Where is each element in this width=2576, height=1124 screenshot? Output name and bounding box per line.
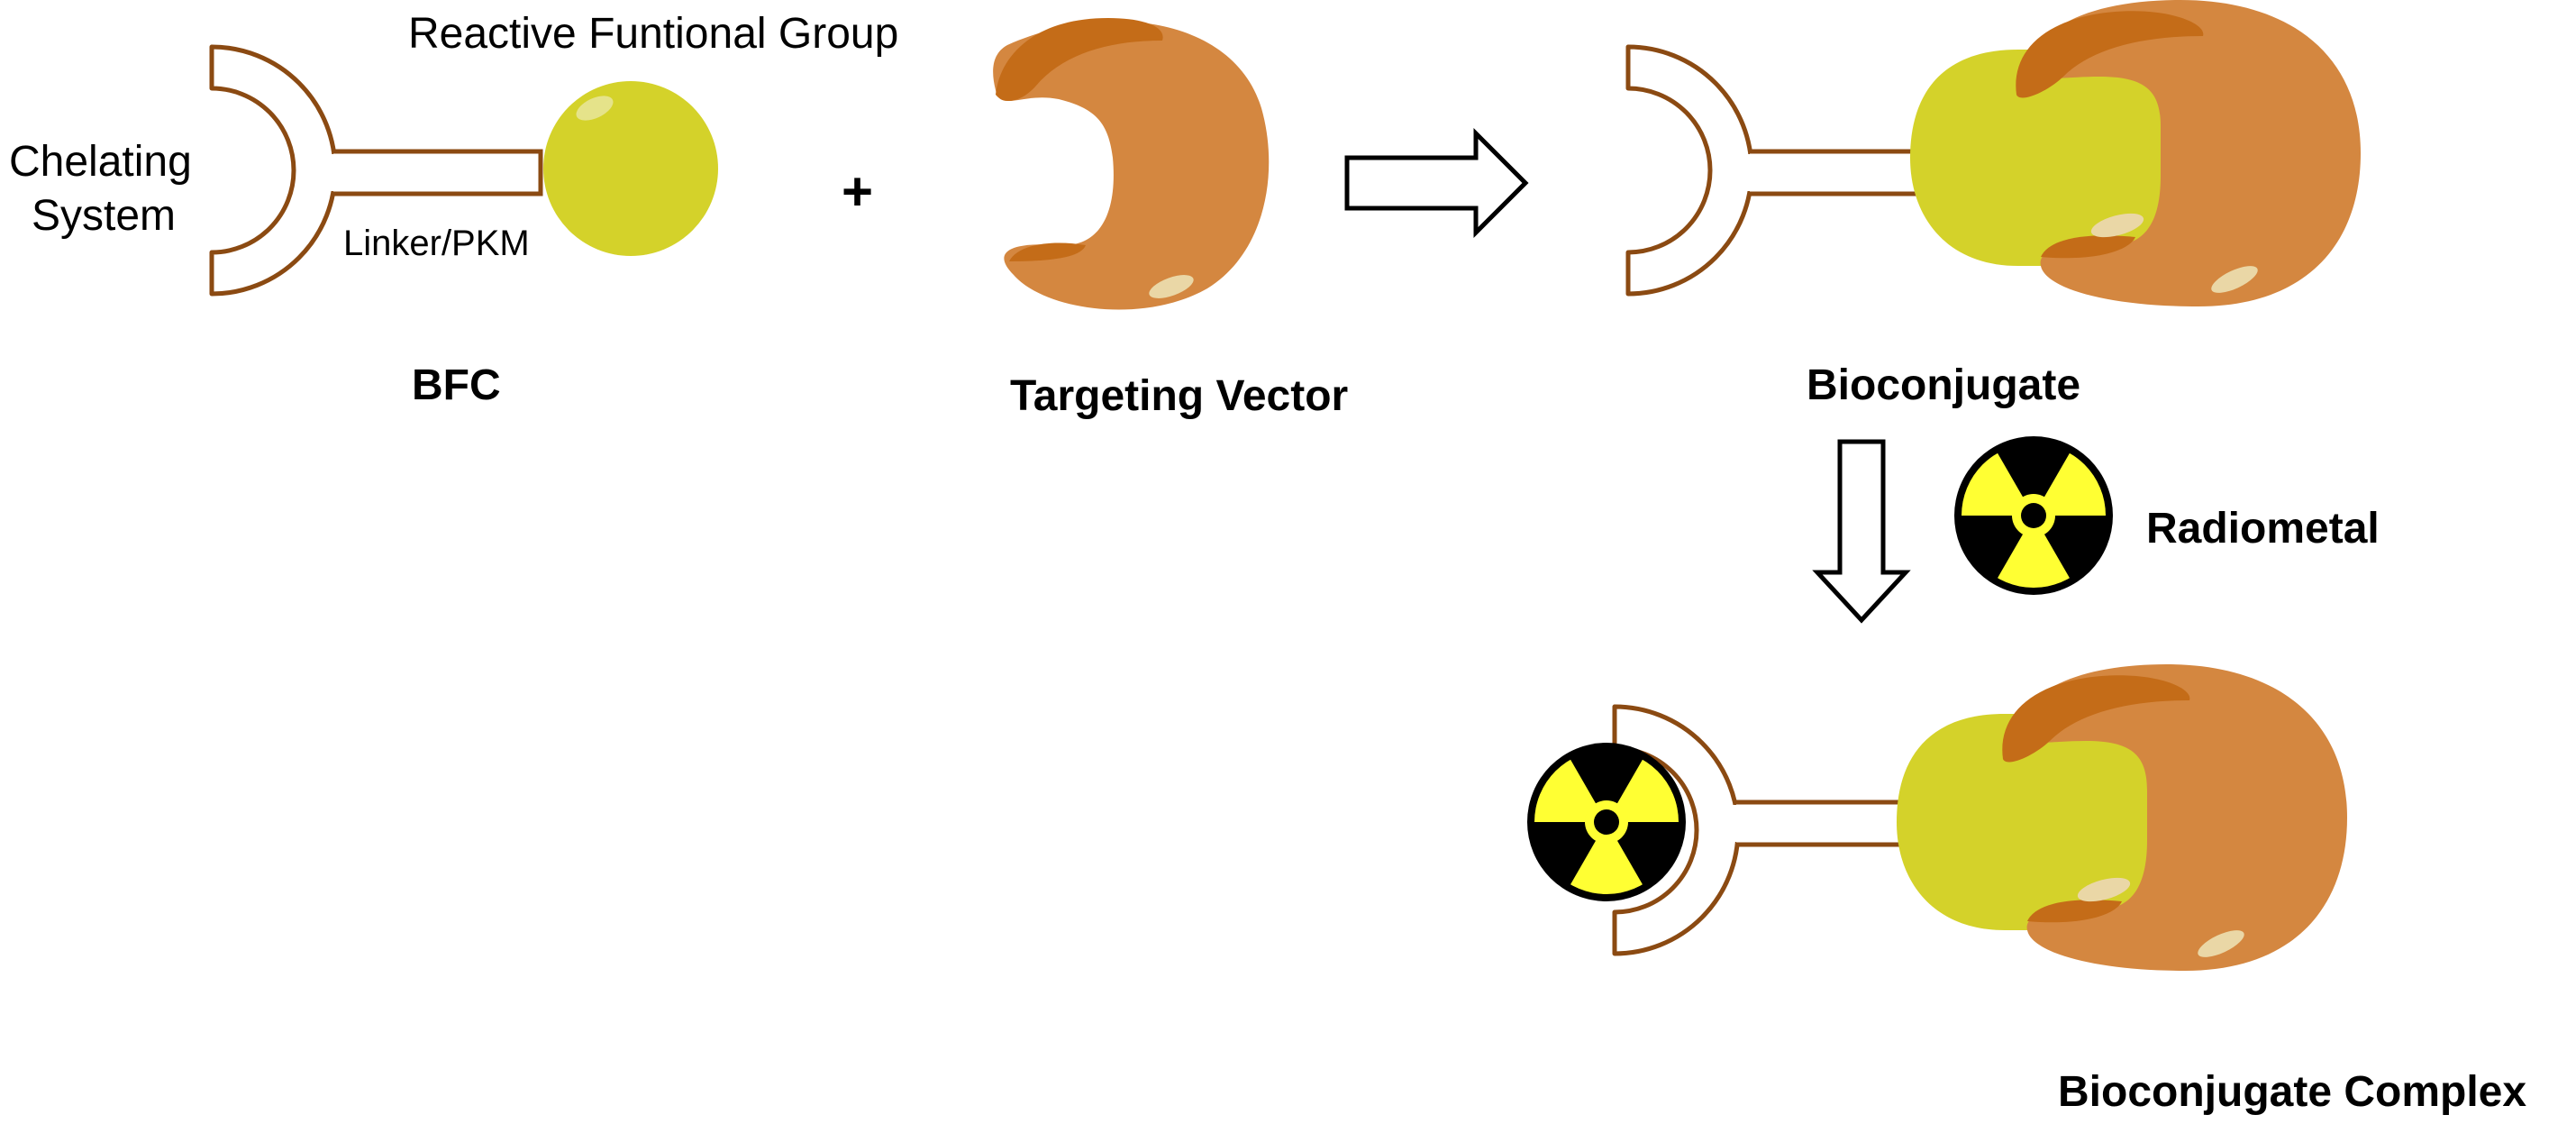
targeting-vector-protein (993, 18, 1270, 310)
label-bioconjugate-complex: Bioconjugate Complex (2058, 1068, 2526, 1116)
chelating-system-cup (209, 44, 338, 297)
chelating-system-cup (1612, 704, 1741, 956)
conjugated-protein (1910, 0, 2361, 306)
hollow-down-arrow-icon (1812, 439, 1911, 624)
conjugated-protein (1897, 664, 2347, 971)
radiation-trefoil-icon (1952, 436, 2116, 595)
linker-rod (1729, 800, 1917, 847)
label-radiometal: Radiometal (2146, 505, 2380, 553)
label-chelating-line1: Chelating (9, 138, 192, 186)
chelating-system-cup (1625, 44, 1754, 297)
bfc-molecule (209, 44, 718, 297)
label-reactive-group: Reactive Funtional Group (408, 10, 898, 58)
linker-rod (1743, 149, 1931, 196)
plus-sign: + (842, 161, 873, 222)
bioconjugate-molecule (1625, 0, 2361, 306)
label-linker: Linker/PKM (343, 224, 530, 263)
hollow-arrow-icon (1344, 127, 1529, 239)
label-bioconjugate: Bioconjugate (1807, 361, 2080, 409)
label-bfc: BFC (412, 361, 501, 409)
reactive-group-sphere (543, 81, 718, 256)
bioconjugate-complex-molecule (1525, 664, 2347, 971)
label-chelating-line2: System (32, 192, 176, 240)
linker-rod (326, 149, 543, 196)
label-targeting-vector: Targeting Vector (1010, 372, 1348, 420)
